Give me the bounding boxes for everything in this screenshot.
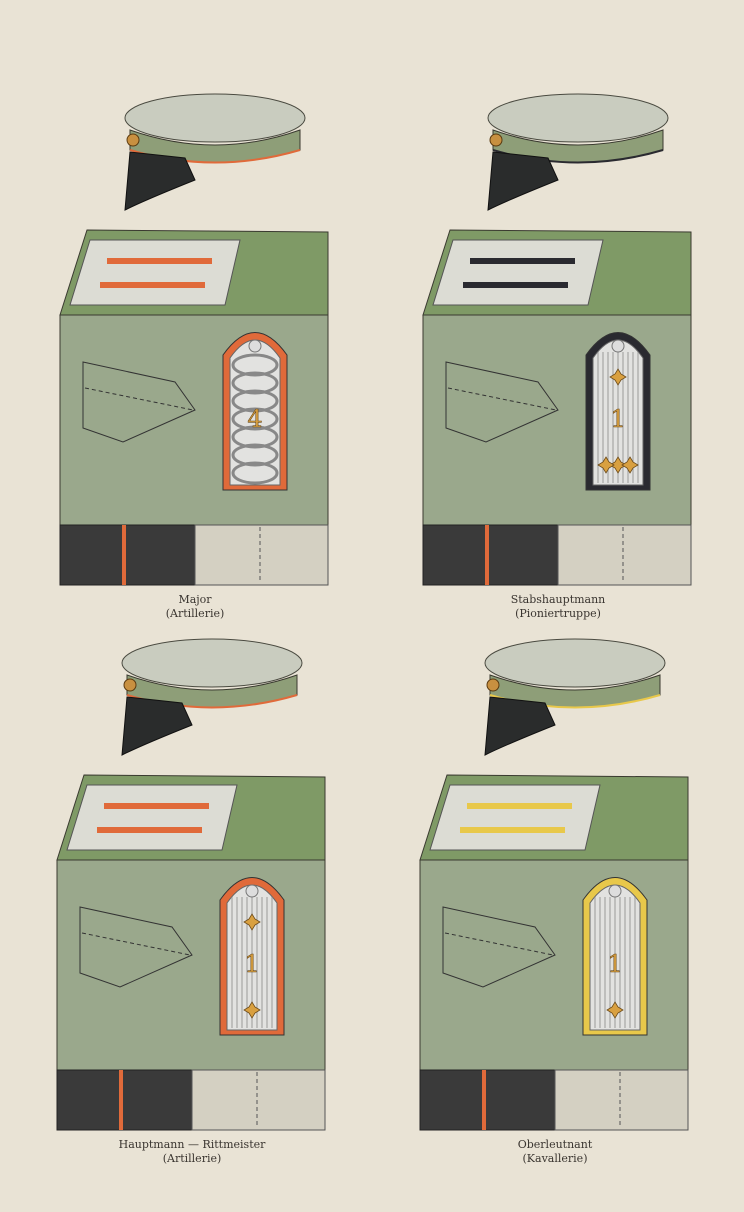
rank-star-icon <box>597 456 615 474</box>
rank-label: Oberleutnant <box>517 1138 593 1151</box>
strap-braid <box>231 407 279 431</box>
pocket-stitching <box>444 932 554 956</box>
strap-braid <box>231 353 279 377</box>
uniform-illustration: 1 <box>419 638 689 1131</box>
collar-stripe <box>107 258 212 264</box>
uniform-illustration: 1 <box>56 638 326 1131</box>
cuff-dark <box>56 1069 193 1131</box>
pocket-flap <box>79 906 193 988</box>
insignia-panel-3: 1 Hauptmann — Rittmeister (Artillerie) <box>42 635 342 1195</box>
cap-visor <box>124 151 196 211</box>
collar-patch <box>429 784 601 851</box>
insignia-panel-1: 4 Major (Artillerie) <box>45 90 345 650</box>
collar-stripe <box>97 827 202 833</box>
tunic-front <box>422 314 692 526</box>
pocket-flap <box>82 361 196 443</box>
pocket-stitching <box>81 932 191 956</box>
cuff-light <box>557 524 692 586</box>
cap-cockade-icon <box>489 133 503 147</box>
shoulder-strap: 1 <box>585 332 651 491</box>
strap-button-icon <box>611 339 625 353</box>
pocket-flap <box>445 361 559 443</box>
cap-crown <box>124 93 306 143</box>
collar-stripe <box>460 827 565 833</box>
uniform-illustration: 4 <box>59 93 329 586</box>
cuff-light <box>191 1069 326 1131</box>
collar-stripe <box>100 282 205 288</box>
pocket-flap <box>442 906 556 988</box>
collar-stripe <box>104 803 209 809</box>
cuff-dark <box>422 524 559 586</box>
strap-braid <box>231 389 279 413</box>
shoulder-strap: 4 <box>222 332 288 491</box>
cuff-light <box>554 1069 689 1131</box>
peaked-cap-icon <box>121 638 303 756</box>
cap-visor <box>484 696 556 756</box>
pocket-stitching <box>84 387 194 411</box>
cap-visor <box>121 696 193 756</box>
rank-star-icon <box>621 456 639 474</box>
branch-label: (Pioniertruppe) <box>515 607 601 620</box>
collar-stripe <box>470 258 575 264</box>
strap-braid <box>231 461 279 485</box>
cuff-piping <box>485 525 489 585</box>
cap-cockade-icon <box>486 678 500 692</box>
strap-button-icon <box>248 339 262 353</box>
rank-label: Hauptmann — Rittmeister <box>118 1138 266 1151</box>
tunic-front <box>419 859 689 1071</box>
rank-star-icon <box>243 913 261 931</box>
peaked-cap-icon <box>487 93 669 211</box>
strap-braid <box>231 425 279 449</box>
cuff-piping <box>119 1070 123 1130</box>
rank-star-icon <box>609 368 627 386</box>
peaked-cap-icon <box>484 638 666 756</box>
rank-star-icon <box>606 1001 624 1019</box>
collar-patch <box>69 239 241 306</box>
cuff-piping <box>482 1070 486 1130</box>
shoulder-strap: 1 <box>219 877 285 1036</box>
strap-numeral: 1 <box>607 950 622 978</box>
tunic-front <box>59 314 329 526</box>
shoulder-strap: 1 <box>582 877 648 1036</box>
rank-star-icon <box>609 456 627 474</box>
cuff-dark <box>419 1069 556 1131</box>
insignia-panel-4: 1 Oberleutnant (Kavallerie) <box>405 635 705 1195</box>
strap-braid <box>231 443 279 467</box>
rank-label: Stabshauptmann <box>510 593 606 606</box>
strap-button-icon <box>245 884 259 898</box>
collar-stripe <box>463 282 568 288</box>
rank-label: Major <box>178 593 212 606</box>
strap-numeral: 1 <box>610 405 625 433</box>
peaked-cap-icon <box>124 93 306 211</box>
strap-numeral: 1 <box>244 950 259 978</box>
branch-label: (Kavallerie) <box>522 1152 588 1165</box>
strap-braid <box>231 371 279 395</box>
cuff-piping <box>122 525 126 585</box>
collar-stripe <box>467 803 572 809</box>
pocket-stitching <box>447 387 557 411</box>
cap-crown <box>121 638 303 688</box>
cap-visor <box>487 151 559 211</box>
strap-numeral: 4 <box>247 405 262 433</box>
cap-crown <box>487 93 669 143</box>
cap-cockade-icon <box>126 133 140 147</box>
branch-label: (Artillerie) <box>162 1152 222 1165</box>
rank-star-icon <box>243 1001 261 1019</box>
cap-cockade-icon <box>123 678 137 692</box>
tunic-front <box>56 859 326 1071</box>
branch-label: (Artillerie) <box>165 607 225 620</box>
collar-patch <box>66 784 238 851</box>
cap-crown <box>484 638 666 688</box>
collar-patch <box>432 239 604 306</box>
uniform-illustration: 1 <box>422 93 692 586</box>
cuff-light <box>194 524 329 586</box>
cuff-dark <box>59 524 196 586</box>
strap-button-icon <box>608 884 622 898</box>
insignia-panel-2: 1 Stabshauptmann (Pioniertruppe) <box>408 90 708 650</box>
